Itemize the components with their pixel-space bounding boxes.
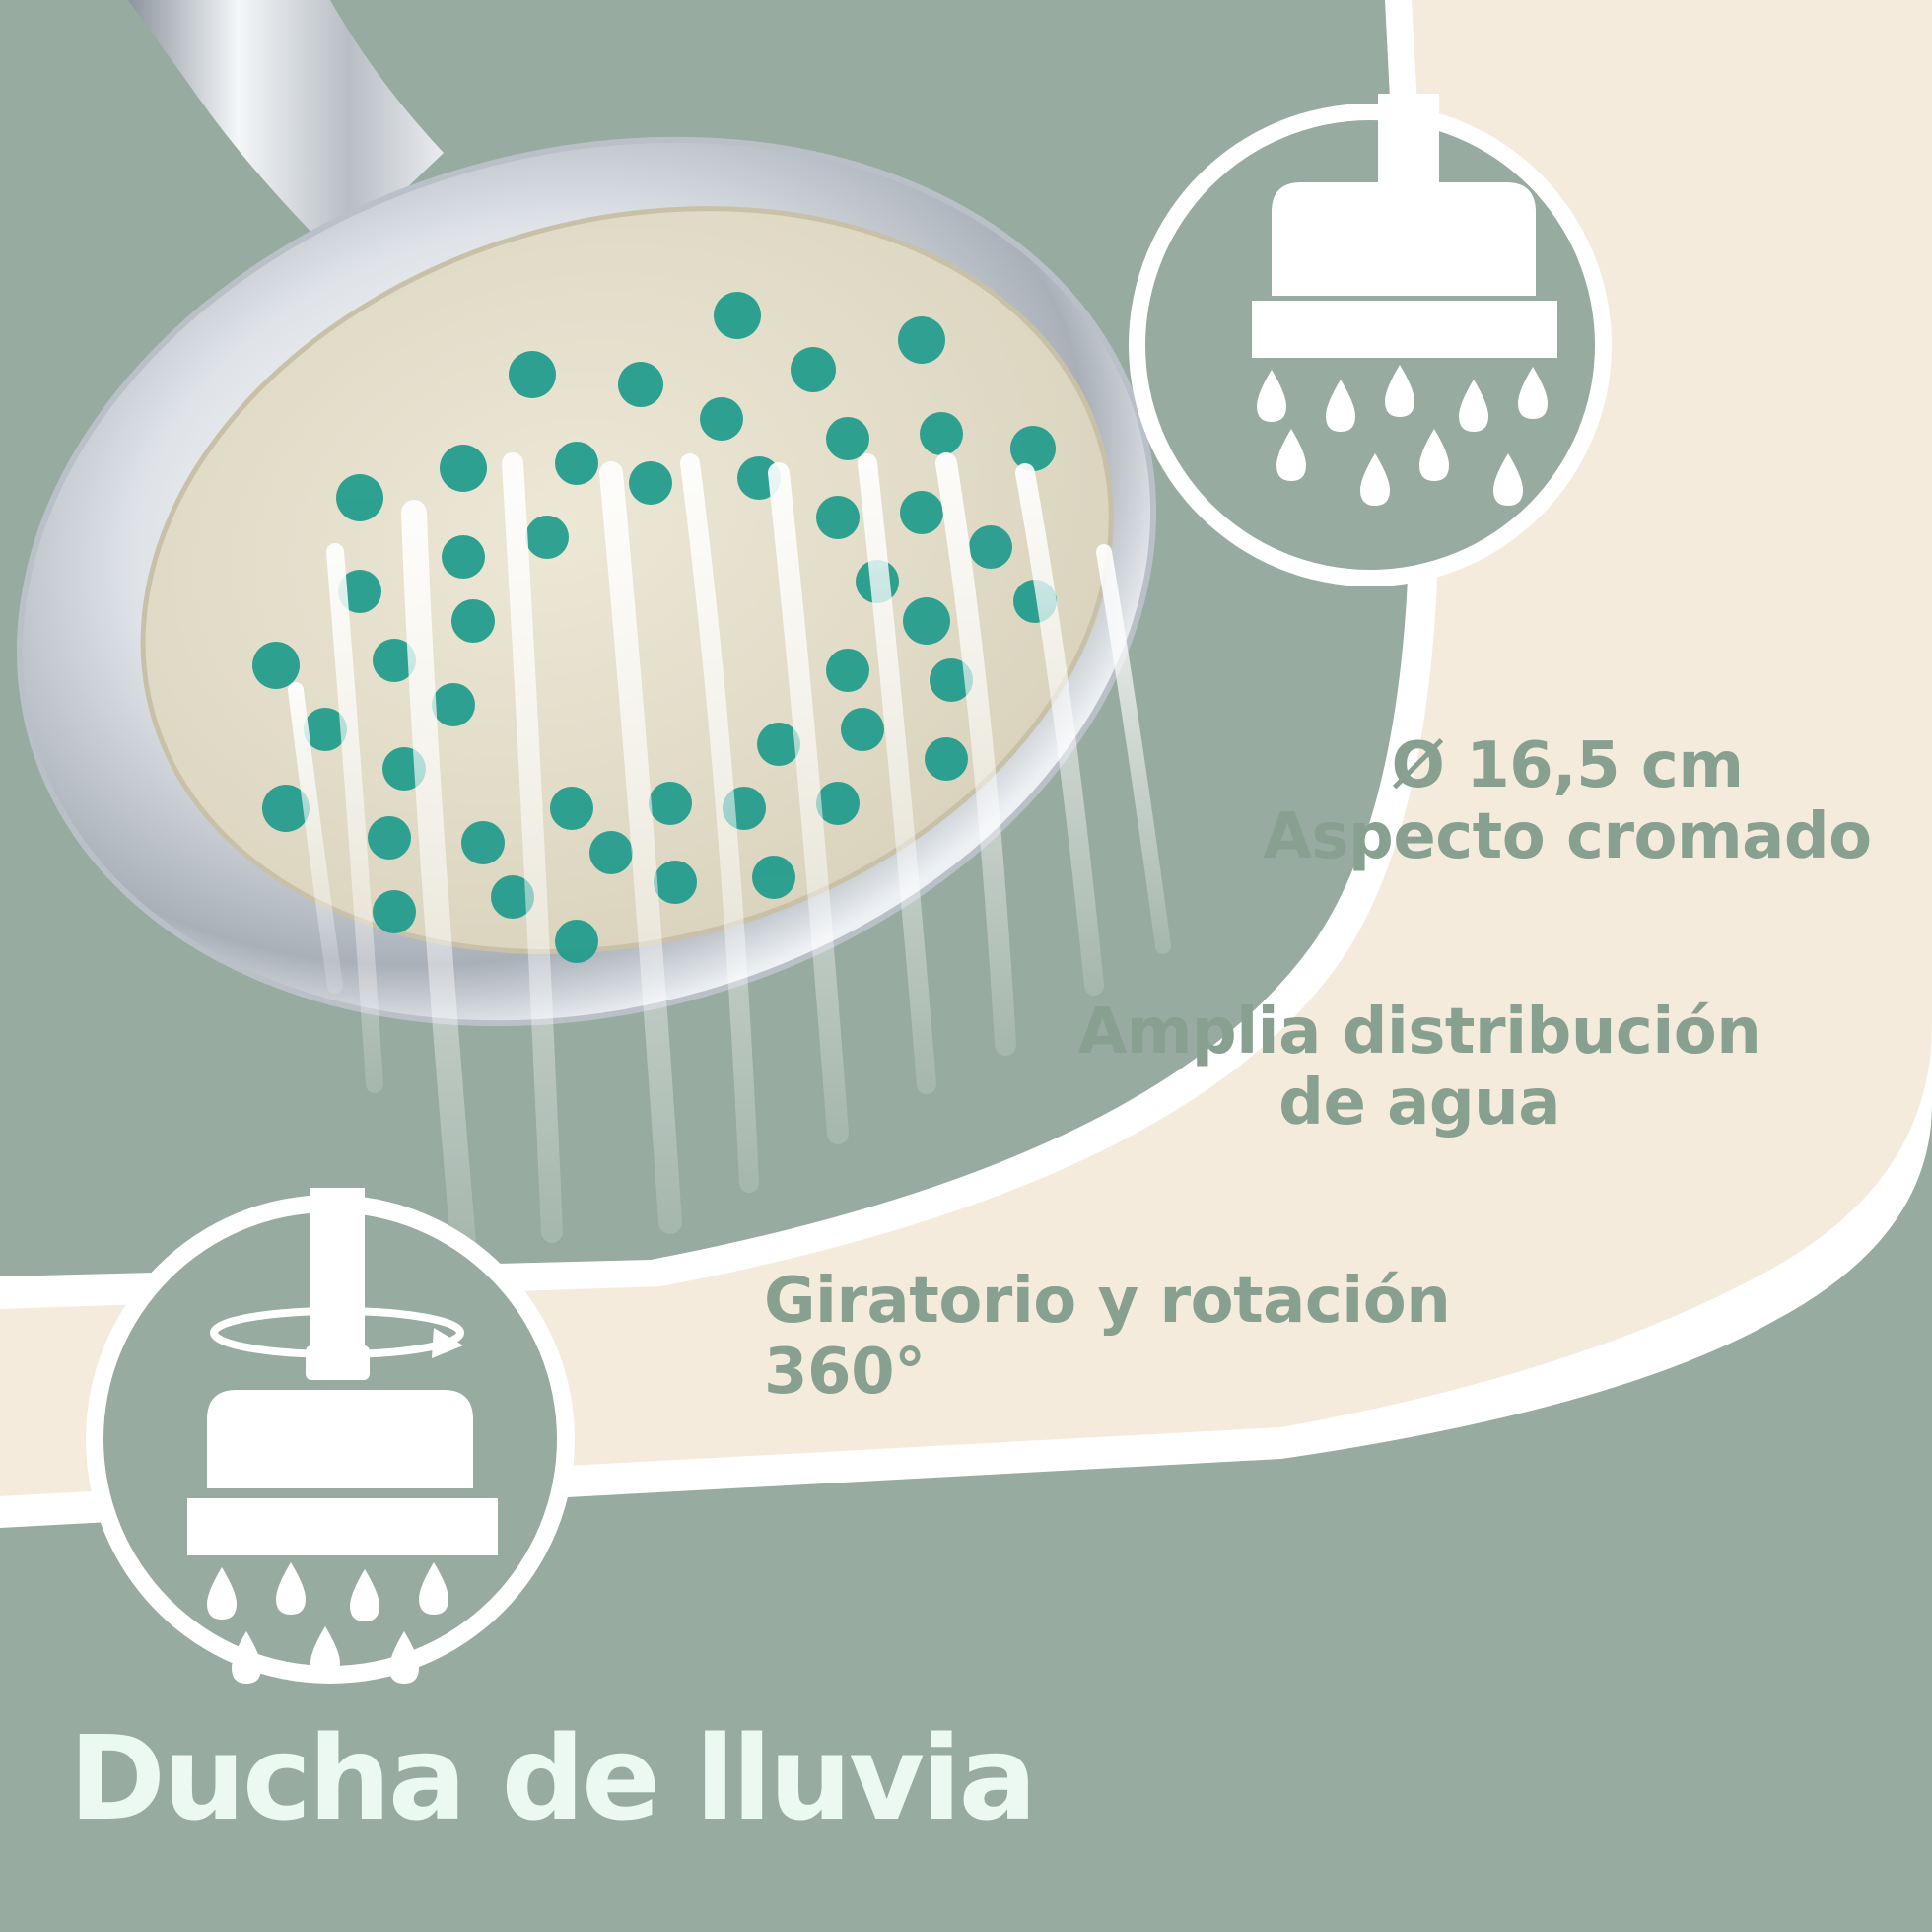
diameter-text: Ø 16,5 cm: [1391, 729, 1745, 802]
shower-head-product: [17, 0, 1171, 1255]
distribution-line-2: de agua: [1278, 1066, 1560, 1139]
feature-size-finish: Ø 16,5 cm Aspecto cromado: [1222, 729, 1912, 873]
rotation-line-2: 360°: [764, 1335, 926, 1409]
rotating-shower-head-icon: [86, 1188, 575, 1684]
distribution-line-1: Amplia distribución: [1077, 996, 1761, 1069]
feature-distribution: Amplia distribución de agua: [1065, 996, 1774, 1139]
water-streams: [288, 452, 1171, 1255]
product-title: Ducha de lluvia: [69, 1710, 1037, 1846]
finish-text: Aspecto cromado: [1263, 799, 1872, 873]
shower-head-water-icon: [1129, 94, 1612, 586]
feature-rotation: Giratorio y rotación 360°: [764, 1265, 1513, 1409]
rotation-line-1: Giratorio y rotación: [764, 1265, 1451, 1338]
shower-arm: [128, 0, 444, 256]
nozzles: [252, 292, 1057, 963]
